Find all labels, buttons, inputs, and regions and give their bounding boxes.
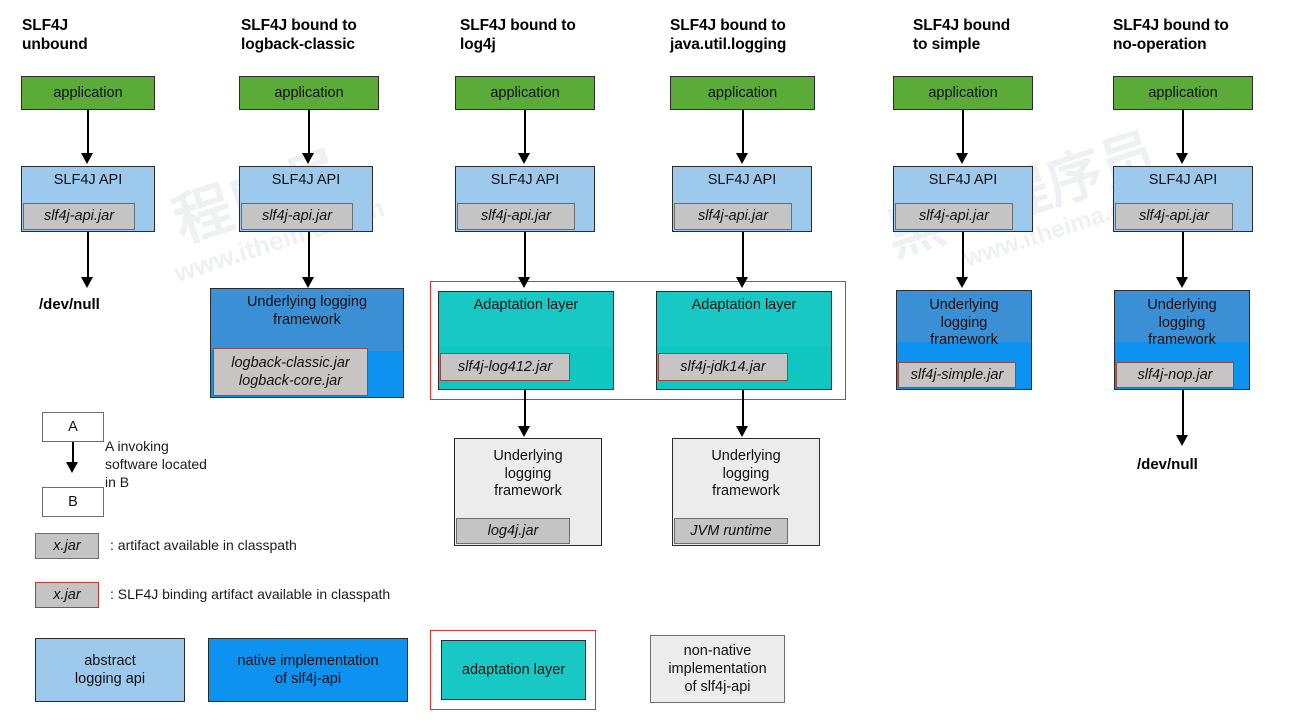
- jar-chip-slf4j-api: slf4j-api.jar: [23, 203, 135, 230]
- band: [1115, 291, 1249, 342]
- jar-line: logback-classic.jar: [231, 355, 350, 371]
- column-title-jul: SLF4J bound to java.util.logging: [670, 17, 787, 53]
- arrow-line: [524, 232, 526, 280]
- jar-chip-slf4j-nop: slf4j-nop.jar: [1116, 362, 1234, 388]
- legend-box-b: B: [42, 487, 104, 517]
- binding-group-box: [430, 281, 846, 400]
- arrow-line: [72, 442, 74, 466]
- legend-swatch-abstract-api: abstract logging api: [35, 638, 185, 702]
- node-label: application: [53, 84, 123, 101]
- arrow-line: [308, 110, 310, 155]
- arrow-head-icon: [518, 277, 530, 288]
- legend-artifact-caption: : artifact available in classpath: [110, 537, 297, 553]
- node-application-log4j: application: [455, 76, 595, 110]
- arrow-line: [742, 390, 744, 430]
- arrow-line: [87, 232, 89, 280]
- node-application-simple: application: [893, 76, 1033, 110]
- legend-binding-group-box: [430, 630, 596, 710]
- node-application-logback: application: [239, 76, 379, 110]
- arrow-head-icon: [302, 153, 314, 164]
- legend-invocation-caption: A invoking software located in B: [105, 438, 207, 490]
- jar-chip-slf4j-api: slf4j-api.jar: [241, 203, 353, 230]
- arrow-head-icon: [302, 277, 314, 288]
- jar-chip-slf4j-api: slf4j-api.jar: [895, 203, 1013, 230]
- node-label: application: [274, 84, 344, 101]
- arrow-head-icon: [956, 277, 968, 288]
- arrow-head-icon: [66, 462, 78, 473]
- column-title-unbound: SLF4J unbound: [22, 17, 88, 53]
- jar-chip-slf4j-api: slf4j-api.jar: [674, 203, 792, 230]
- arrow-line: [962, 110, 964, 155]
- arrow-head-icon: [518, 153, 530, 164]
- jar-chip-slf4j-log4j: slf4j-log412.jar: [440, 353, 570, 381]
- node-application-nop: application: [1113, 76, 1253, 110]
- terminal-dev-null: /dev/null: [39, 296, 100, 313]
- column-title-nop: SLF4J bound to no-operation: [1113, 17, 1229, 53]
- arrow-head-icon: [81, 277, 93, 288]
- legend-swatch-adaptation-layer: adaptation layer: [441, 640, 586, 700]
- arrow-line: [524, 110, 526, 155]
- legend-swatch-native-impl: native implementation of slf4j-api: [208, 638, 408, 702]
- column-title-simple: SLF4J bound to simple: [913, 17, 1011, 53]
- band: [211, 289, 403, 351]
- arrow-line: [87, 110, 89, 155]
- jar-chip-jvm-runtime: JVM runtime: [674, 518, 788, 544]
- band: [897, 291, 1031, 342]
- arrow-line: [1182, 390, 1184, 438]
- node-application-unbound: application: [21, 76, 155, 110]
- arrow-head-icon: [81, 153, 93, 164]
- node-application-jul: application: [670, 76, 815, 110]
- node-label: application: [707, 84, 778, 101]
- terminal-dev-null: /dev/null: [1137, 456, 1198, 473]
- band: [657, 292, 831, 347]
- column-title-log4j: SLF4J bound to log4j: [460, 17, 576, 53]
- column-title-logback: SLF4J bound to logback-classic: [241, 17, 357, 53]
- arrow-line: [962, 232, 964, 280]
- jar-line: logback-core.jar: [238, 373, 343, 389]
- arrow-head-icon: [736, 277, 748, 288]
- band: [439, 292, 613, 347]
- arrow-head-icon: [1176, 153, 1188, 164]
- arrow-head-icon: [956, 153, 968, 164]
- arrow-line: [1182, 232, 1184, 280]
- jar-chip-slf4j-simple: slf4j-simple.jar: [898, 362, 1016, 388]
- legend-box-a: A: [42, 412, 104, 442]
- arrow-head-icon: [1176, 277, 1188, 288]
- arrow-line: [308, 232, 310, 280]
- arrow-line: [524, 390, 526, 430]
- legend-binding-artifact-caption: : SLF4J binding artifact available in cl…: [110, 586, 391, 602]
- arrow-head-icon: [736, 426, 748, 437]
- arrow-line: [742, 110, 744, 155]
- arrow-head-icon: [518, 426, 530, 437]
- node-label: application: [1148, 84, 1218, 101]
- arrow-line: [742, 232, 744, 280]
- jar-chip-log4j: log4j.jar: [456, 518, 570, 544]
- jar-chip-logback: logback-classic.jar logback-core.jar: [213, 348, 368, 396]
- legend-swatch-non-native-impl: non-native implementation of slf4j-api: [650, 635, 785, 703]
- legend-chip-binding-artifact: x.jar: [35, 582, 99, 608]
- legend-chip-artifact: x.jar: [35, 533, 99, 559]
- arrow-head-icon: [736, 153, 748, 164]
- node-label: application: [928, 84, 998, 101]
- node-label: application: [490, 84, 560, 101]
- jar-chip-slf4j-api: slf4j-api.jar: [1115, 203, 1233, 230]
- arrow-line: [1182, 110, 1184, 155]
- arrow-head-icon: [1176, 435, 1188, 446]
- jar-chip-slf4j-api: slf4j-api.jar: [457, 203, 575, 230]
- jar-chip-slf4j-jdk14: slf4j-jdk14.jar: [658, 353, 788, 381]
